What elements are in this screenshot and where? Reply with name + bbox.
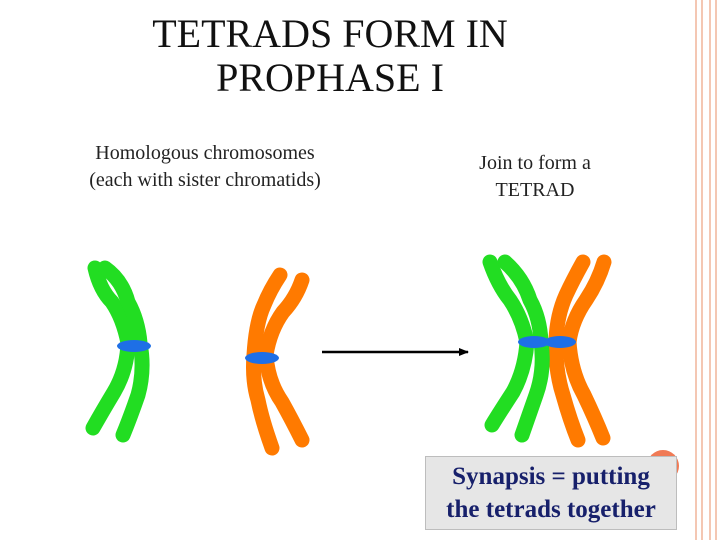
- right-caption-line-1: Join to form a: [479, 152, 591, 174]
- left-caption-line-2: (each with sister chromatids): [89, 169, 321, 191]
- callout-line-1: Synapsis = putting: [452, 463, 650, 490]
- tetrad-centromere-right: [544, 336, 576, 348]
- green-centromere: [117, 340, 151, 352]
- tetrad: [482, 254, 612, 448]
- left-caption-line-1: Homologous chromosomes: [95, 142, 315, 164]
- title-line-2: PROPHASE I: [216, 55, 444, 100]
- right-caption-line-2: TETRAD: [495, 179, 575, 201]
- callout-line-2: the tetrads together: [446, 496, 656, 523]
- synapsis-callout: Synapsis = putting the tetrads together: [425, 456, 677, 530]
- tetrad-centromere-left: [518, 336, 550, 348]
- title-line-1: TETRADS FORM IN: [152, 11, 508, 56]
- tetrad-caption: Join to form a TETRAD: [440, 150, 630, 204]
- slide-border-decoration: [695, 0, 717, 540]
- orange-centromere: [245, 352, 279, 364]
- slide-title: TETRADS FORM IN PROPHASE I: [100, 12, 560, 100]
- homologous-caption: Homologous chromosomes (each with sister…: [55, 140, 355, 194]
